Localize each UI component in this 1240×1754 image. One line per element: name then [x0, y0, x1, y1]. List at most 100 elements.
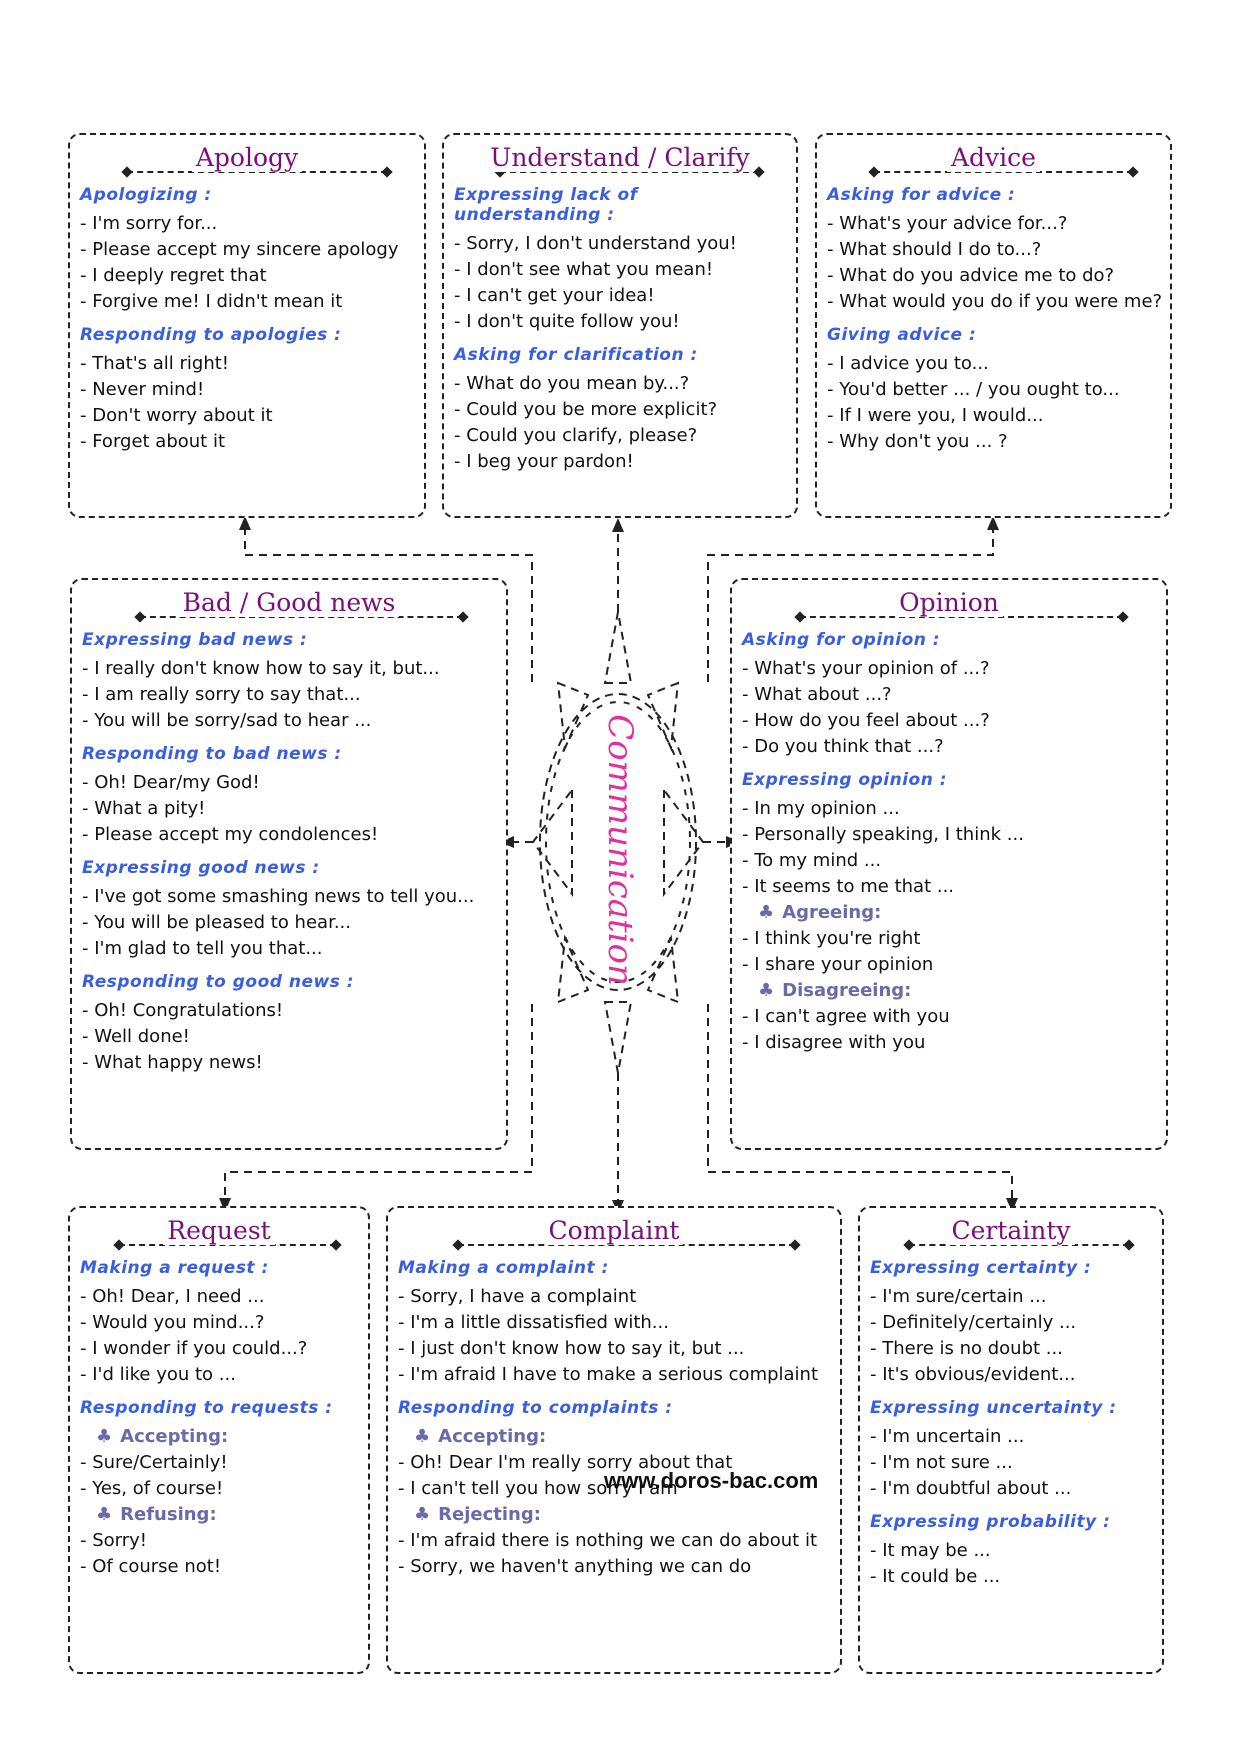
- club-icon: ♣: [758, 902, 775, 923]
- subsection-label: Accepting:: [438, 1426, 547, 1447]
- box-title-text: Apology: [191, 143, 303, 172]
- section-heading: Expressing uncertainty :: [870, 1398, 1117, 1418]
- phrase-item: - Well done!: [82, 1026, 190, 1047]
- phrase-item: - I've got some smashing news to tell yo…: [82, 886, 475, 907]
- section-heading: Making a complaint :: [398, 1258, 609, 1278]
- subsection-label: Accepting:: [120, 1426, 229, 1447]
- phrase-item: - In my opinion ...: [742, 798, 900, 819]
- title-rule: [126, 171, 388, 173]
- phrase-item: - What's your advice for...?: [827, 213, 1068, 234]
- phrase-item: - I don't quite follow you!: [454, 311, 680, 332]
- phrase-item: - I am really sorry to say that...: [82, 684, 361, 705]
- phrase-item: - I can't get your idea!: [454, 285, 655, 306]
- arrow-to-advice: [987, 516, 999, 530]
- phrase-item: - What's your opinion of ...?: [742, 658, 990, 679]
- section-heading: Expressing bad news :: [82, 630, 308, 650]
- box-title-text: Certainty: [947, 1216, 1075, 1245]
- box-title-text: Request: [163, 1216, 275, 1245]
- club-icon: ♣: [96, 1426, 113, 1447]
- phrase-item: - What happy news!: [82, 1052, 263, 1073]
- phrase-item: - I don't see what you mean!: [454, 259, 714, 280]
- title-rule: [500, 171, 760, 173]
- arrow-to-apology: [239, 516, 251, 530]
- phrase-item: - You will be pleased to hear...: [82, 912, 351, 933]
- phrase-item: - I'm afraid there is nothing we can do …: [398, 1530, 818, 1551]
- section-heading: Expressing probability :: [870, 1512, 1111, 1532]
- center-label: Communication: [600, 714, 641, 986]
- phrase-item: - Could you clarify, please?: [454, 425, 698, 446]
- phrase-item: - I can't tell you how sorry I am: [398, 1478, 678, 1499]
- phrase-item: - Don't worry about it: [80, 405, 273, 426]
- section-heading: Apologizing :: [80, 185, 212, 205]
- subsection-label: Refusing:: [120, 1504, 217, 1525]
- subsection-heading: ♣Refusing:: [80, 1502, 358, 1528]
- phrase-item: - Sorry!: [80, 1530, 148, 1551]
- phrase-item: - I'm glad to tell you that...: [82, 938, 323, 959]
- phrase-item: - There is no doubt ...: [870, 1338, 1063, 1359]
- box-title: Apology: [80, 141, 414, 175]
- section-heading: Responding to requests :: [80, 1398, 333, 1418]
- phrase-item: - Sorry, I have a complaint: [398, 1286, 637, 1307]
- title-rule: [139, 616, 463, 618]
- phrase-item: - Never mind!: [80, 379, 205, 400]
- phrase-item: - I beg your pardon!: [454, 451, 634, 472]
- section-heading: Responding to apologies :: [80, 325, 342, 345]
- phrase-item: - Please accept my sincere apology: [80, 239, 399, 260]
- phrase-item: - I'm doubtful about ...: [870, 1478, 1072, 1499]
- phrase-item: - Of course not!: [80, 1556, 222, 1577]
- phrase-item: - I'm a little dissatisfied with...: [398, 1312, 669, 1333]
- phrase-item: - Forgive me! I didn't mean it: [80, 291, 343, 312]
- subsection-heading: ♣ Accepting:: [80, 1424, 358, 1450]
- phrase-item: - Oh! Congratulations!: [82, 1000, 284, 1021]
- phrase-item: - Do you think that ...?: [742, 736, 944, 757]
- phrase-item: - I just don't know how to say it, but .…: [398, 1338, 745, 1359]
- box-title-text: Complaint: [544, 1216, 684, 1245]
- phrase-item: - I disagree with you: [742, 1032, 926, 1053]
- box-title: Opinion: [742, 586, 1156, 620]
- phrase-item: - I advice you to...: [827, 353, 989, 374]
- phrase-item: - I share your opinion: [742, 954, 934, 975]
- phrase-item: - Please accept my condolences!: [82, 824, 379, 845]
- box-title: Request: [80, 1214, 358, 1248]
- phrase-item: - Could you be more explicit?: [454, 399, 718, 420]
- phrase-item: - I'm afraid I have to make a serious co…: [398, 1364, 819, 1385]
- phrase-item: - Personally speaking, I think ...: [742, 824, 1024, 845]
- phrase-item: - I'm sorry for...: [80, 213, 218, 234]
- phrase-item: - Would you mind...?: [80, 1312, 265, 1333]
- ray-top: [603, 611, 633, 684]
- phrase-item: - Definitely/certainly ...: [870, 1312, 1077, 1333]
- subsection-heading: ♣Disagreeing:: [742, 978, 1156, 1004]
- phrase-item: - Sorry, we haven't anything we can do: [398, 1556, 752, 1577]
- phrase-item: - Forget about it: [80, 431, 226, 452]
- box-title-text: Bad / Good news: [178, 588, 400, 617]
- phrase-item: - I'm not sure ...: [870, 1452, 1013, 1473]
- phrase-item: - Oh! Dear, I need ...: [80, 1286, 265, 1307]
- ray-bottom-right: [646, 934, 680, 1004]
- watermark: www.doros-bac.com: [604, 1468, 819, 1493]
- title-rule: [799, 616, 1123, 618]
- section-heading: Expressing good news :: [82, 858, 320, 878]
- phrase-item: - How do you feel about ...?: [742, 710, 990, 731]
- phrase-item: - That's all right!: [80, 353, 230, 374]
- club-icon: ♣: [758, 980, 775, 1001]
- phrase-item: - What would you do if you were me?: [827, 291, 1163, 312]
- subsection-heading: ♣ Accepting:: [398, 1424, 830, 1450]
- section-heading: Responding to bad news :: [82, 744, 342, 764]
- phrase-item: - I'm uncertain ...: [870, 1426, 1025, 1447]
- section-heading: Responding to complaints :: [398, 1398, 673, 1418]
- club-icon: ♣: [414, 1426, 431, 1447]
- phrase-item: - What do you advice me to do?: [827, 265, 1115, 286]
- phrase-item: - I think you're right: [742, 928, 921, 949]
- phrase-item: - I'm sure/certain ...: [870, 1286, 1047, 1307]
- ray-bottom-left: [556, 934, 590, 1004]
- phrase-item: - It's obvious/evident...: [870, 1364, 1076, 1385]
- section-heading: Giving advice :: [827, 325, 977, 345]
- arrow-to-clarify: [612, 518, 624, 532]
- phrase-item: - If I were you, I would...: [827, 405, 1044, 426]
- phrase-item: - You will be sorry/sad to hear ...: [82, 710, 372, 731]
- section-heading: Asking for clarification :: [454, 345, 698, 365]
